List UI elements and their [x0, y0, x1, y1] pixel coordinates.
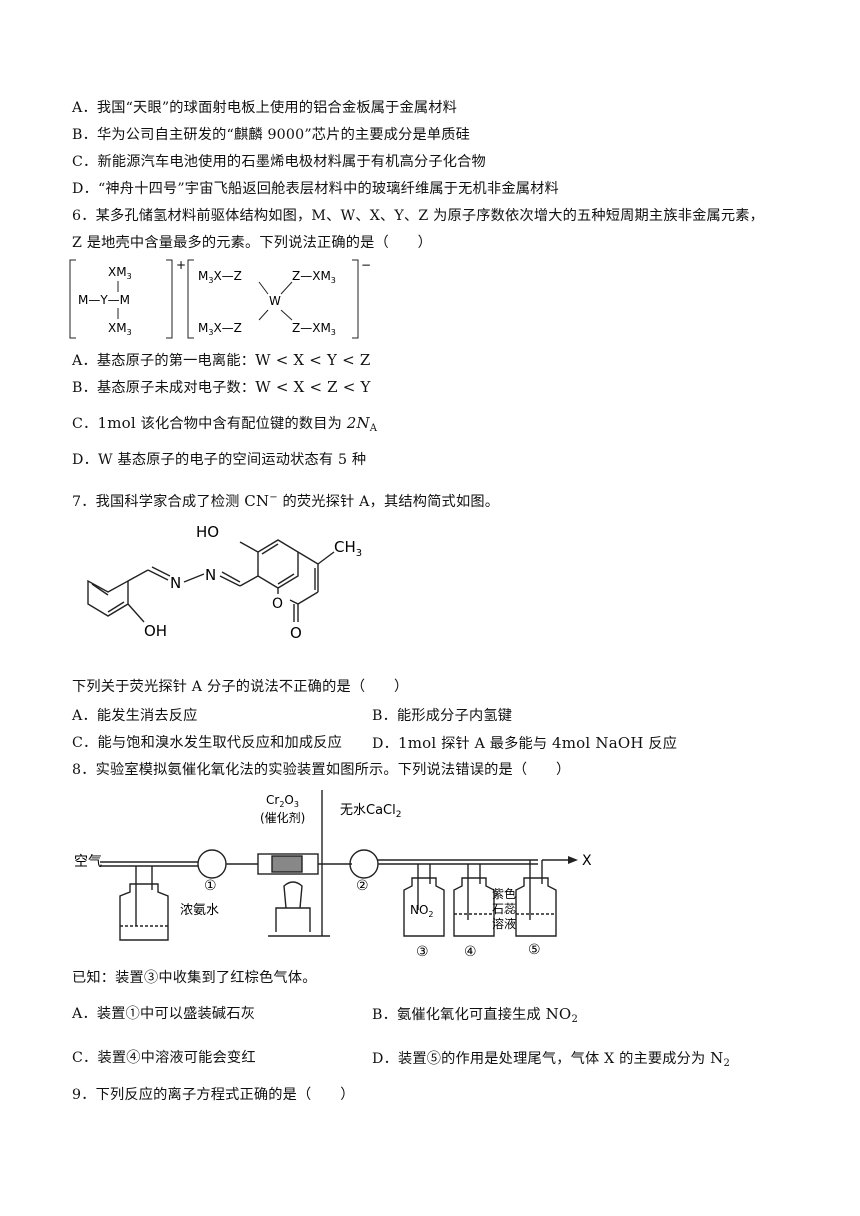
- q8-options-row2: C．装置④中溶液可能会变红 D．装置⑤的作用是处理尾气，气体 X 的主要成分为 …: [72, 1048, 730, 1069]
- q8-label-n2: ②: [356, 878, 369, 894]
- q6-anion-charge: −: [361, 258, 371, 272]
- q7-options-row1: A．能发生消去反应 B．能形成分子内氢键: [72, 706, 512, 726]
- q5-option-c: C．新能源汽车电池使用的石墨烯电极材料属于有机高分子化合物: [72, 154, 486, 170]
- q8-options-row1: A．装置①中可以盛装碱石灰 B．氨催化氧化可直接生成 NO2: [72, 1004, 578, 1025]
- q8-option-b: B．氨催化氧化可直接生成 NO2: [372, 1005, 578, 1025]
- q8-label-litmus2: 石蕊: [492, 902, 516, 916]
- q6-anion-top-left: M3X—Z: [198, 269, 242, 285]
- q7-question: 下列关于荧光探针 A 分子的说法不正确的是（ ）: [72, 679, 409, 695]
- q6-option-b: B．基态原子未成对电子数：W < X < Z < Y: [72, 378, 371, 396]
- q6-cation-top: XM3: [108, 265, 132, 281]
- q7-options-row2: C．能与饱和溴水发生取代反应和加成反应 D．1mol 探针 A 最多能与 4mo…: [72, 733, 677, 753]
- q8-option-c: C．装置④中溶液可能会变红: [72, 1050, 256, 1066]
- q6-stem-line2: Z 是地壳中含量最多的元素。下列说法正确的是（ ）: [72, 235, 433, 251]
- q6-anion-top-right: Z—XM3: [292, 269, 336, 285]
- q8-label-litmus3: 溶液: [492, 916, 516, 931]
- q8-label-ammonia: 浓氨水: [180, 903, 219, 918]
- q8-label-air: 空气: [74, 854, 102, 870]
- q7-label-ho: HO: [196, 523, 219, 541]
- q8-stem: 8．实验室模拟氨催化氧化法的实验装置如图所示。下列说法错误的是（ ）: [72, 762, 571, 778]
- q5-option-a: A．我国“天眼”的球面射电板上使用的铝合金板属于金属材料: [72, 100, 458, 116]
- q8-known: 已知：装置③中收集到了红棕色气体。: [72, 970, 317, 986]
- q8-label-no2: NO2: [410, 903, 434, 919]
- q8-label-x: X: [582, 853, 592, 869]
- q8-label-drying-agent: 无水CaCl2: [340, 803, 401, 820]
- q6-anion-bottom-right: Z—XM3: [292, 321, 336, 337]
- q8-apparatus-figure: 空气 Cr2O3 (催化剂) 无水CaCl2 浓氨水 NO2 紫色 石蕊 溶液 …: [74, 790, 592, 960]
- q6-cation-charge: +: [176, 258, 186, 272]
- q9-stem: 9．下列反应的离子方程式正确的是（ ）: [72, 1087, 355, 1103]
- q6-cation-bottom: XM3: [108, 321, 132, 337]
- q6-option-d: D．W 基态原子的电子的空间运动状态有 5 种: [72, 452, 367, 468]
- q7-option-d: D．1mol 探针 A 最多能与 4mol NaOH 反应: [372, 734, 678, 752]
- q8-label-litmus1: 紫色: [492, 887, 516, 901]
- q6-stem-line1: 6．某多孔储氢材料前驱体结构如图，M、W、X、Y、Z 为原子序数依次增大的五种短…: [72, 208, 765, 224]
- q6-anion-center: W: [269, 294, 281, 308]
- q8-label-n4: ④: [464, 944, 477, 960]
- q8-label-catalyst-name: (催化剂): [260, 810, 305, 825]
- q8-option-d: D．装置⑤的作用是处理尾气，气体 X 的主要成分为 N2: [372, 1049, 731, 1069]
- q8-label-n3: ③: [416, 944, 429, 960]
- q6-structure-figure: + XM3 M—Y—M XM3 − M3X—Z Z—XM3 W M3X—Z Z—…: [69, 258, 371, 339]
- q7-molecule-figure: HO CH3 OH N N O O: [87, 523, 362, 642]
- q7-label-carbonyl-o: O: [290, 624, 302, 642]
- q5-option-b: B．华为公司自主研发的“麒麟 9000”芯片的主要成分是单质硅: [72, 127, 471, 143]
- q6-option-c: C．1mol 该化合物中含有配位键的数目为 2NA: [72, 414, 378, 434]
- q6-option-a: A．基态原子的第一电离能：W < X < Y < Z: [72, 351, 371, 369]
- q7-option-b: B．能形成分子内氢键: [372, 708, 513, 724]
- q7-label-oh: OH: [144, 622, 167, 640]
- q7-label-n1: N: [170, 574, 181, 592]
- q8-label-n5: ⑤: [528, 942, 541, 958]
- q7-stem: 7．我国科学家合成了检测 CN− 的荧光探针 A，其结构简式如图。: [72, 492, 500, 510]
- q6-cation-middle: M—Y—M: [78, 293, 130, 307]
- q7-label-ch3: CH3: [334, 538, 362, 559]
- q8-label-catalyst-formula: Cr2O3: [266, 793, 299, 809]
- q7-option-c: C．能与饱和溴水发生取代反应和加成反应: [72, 735, 343, 751]
- q6-anion-bottom-left: M3X—Z: [198, 321, 242, 337]
- q8-option-a: A．装置①中可以盛装碱石灰: [72, 1006, 256, 1022]
- q5-option-d: D．“神舟十四号”宇宙飞船返回舱表层材料中的玻璃纤维属于无机非金属材料: [72, 181, 559, 197]
- q7-label-ring-o: O: [272, 596, 283, 612]
- q8-label-n1: ①: [204, 878, 217, 894]
- q7-label-n2: N: [205, 566, 216, 584]
- q7-option-a: A．能发生消去反应: [72, 708, 198, 724]
